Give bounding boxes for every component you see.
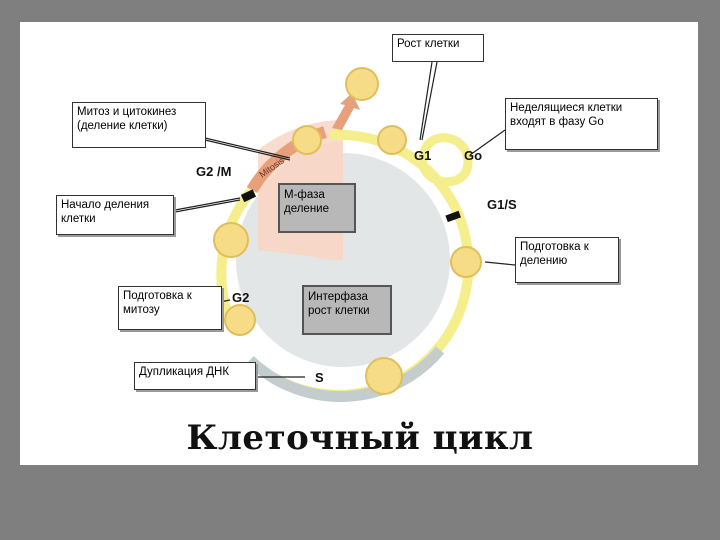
box-nedelyashchiesya: Неделящиеся клетки входят в фазу Go — [505, 98, 658, 150]
slide-title: Клеточный цикл — [0, 418, 720, 458]
box-duplikatsiya-dnk: Дупликация ДНК — [134, 362, 256, 390]
box-mitoz: Митоз и цитокинез (деление клетки) — [72, 102, 206, 148]
phase-g1s: G1/S — [487, 197, 517, 212]
box-podgotovka-k-deleniyu: Подготовка к делению — [515, 237, 619, 283]
cell — [346, 68, 378, 100]
phase-g1: G1 — [414, 148, 431, 163]
cell — [214, 223, 248, 257]
cell — [378, 126, 406, 154]
phase-g2: G2 — [232, 290, 249, 305]
cell — [451, 247, 481, 277]
phase-g2m: G2 /M — [196, 164, 231, 179]
box-rost-kletki: Рост клетки — [392, 34, 484, 62]
box-podgotovka-k-mitozu: Подготовка к митозу — [118, 286, 222, 330]
m-phase-box: М-фаза деление — [278, 183, 356, 233]
box-nachalo-deleniya: Начало деления клетки — [56, 195, 174, 235]
phase-s: S — [315, 370, 324, 385]
cell — [225, 305, 255, 335]
cell — [366, 358, 402, 394]
phase-g0: Go — [464, 148, 482, 163]
interphase-box: Интерфаза рост клетки — [302, 285, 392, 335]
cell — [293, 126, 321, 154]
